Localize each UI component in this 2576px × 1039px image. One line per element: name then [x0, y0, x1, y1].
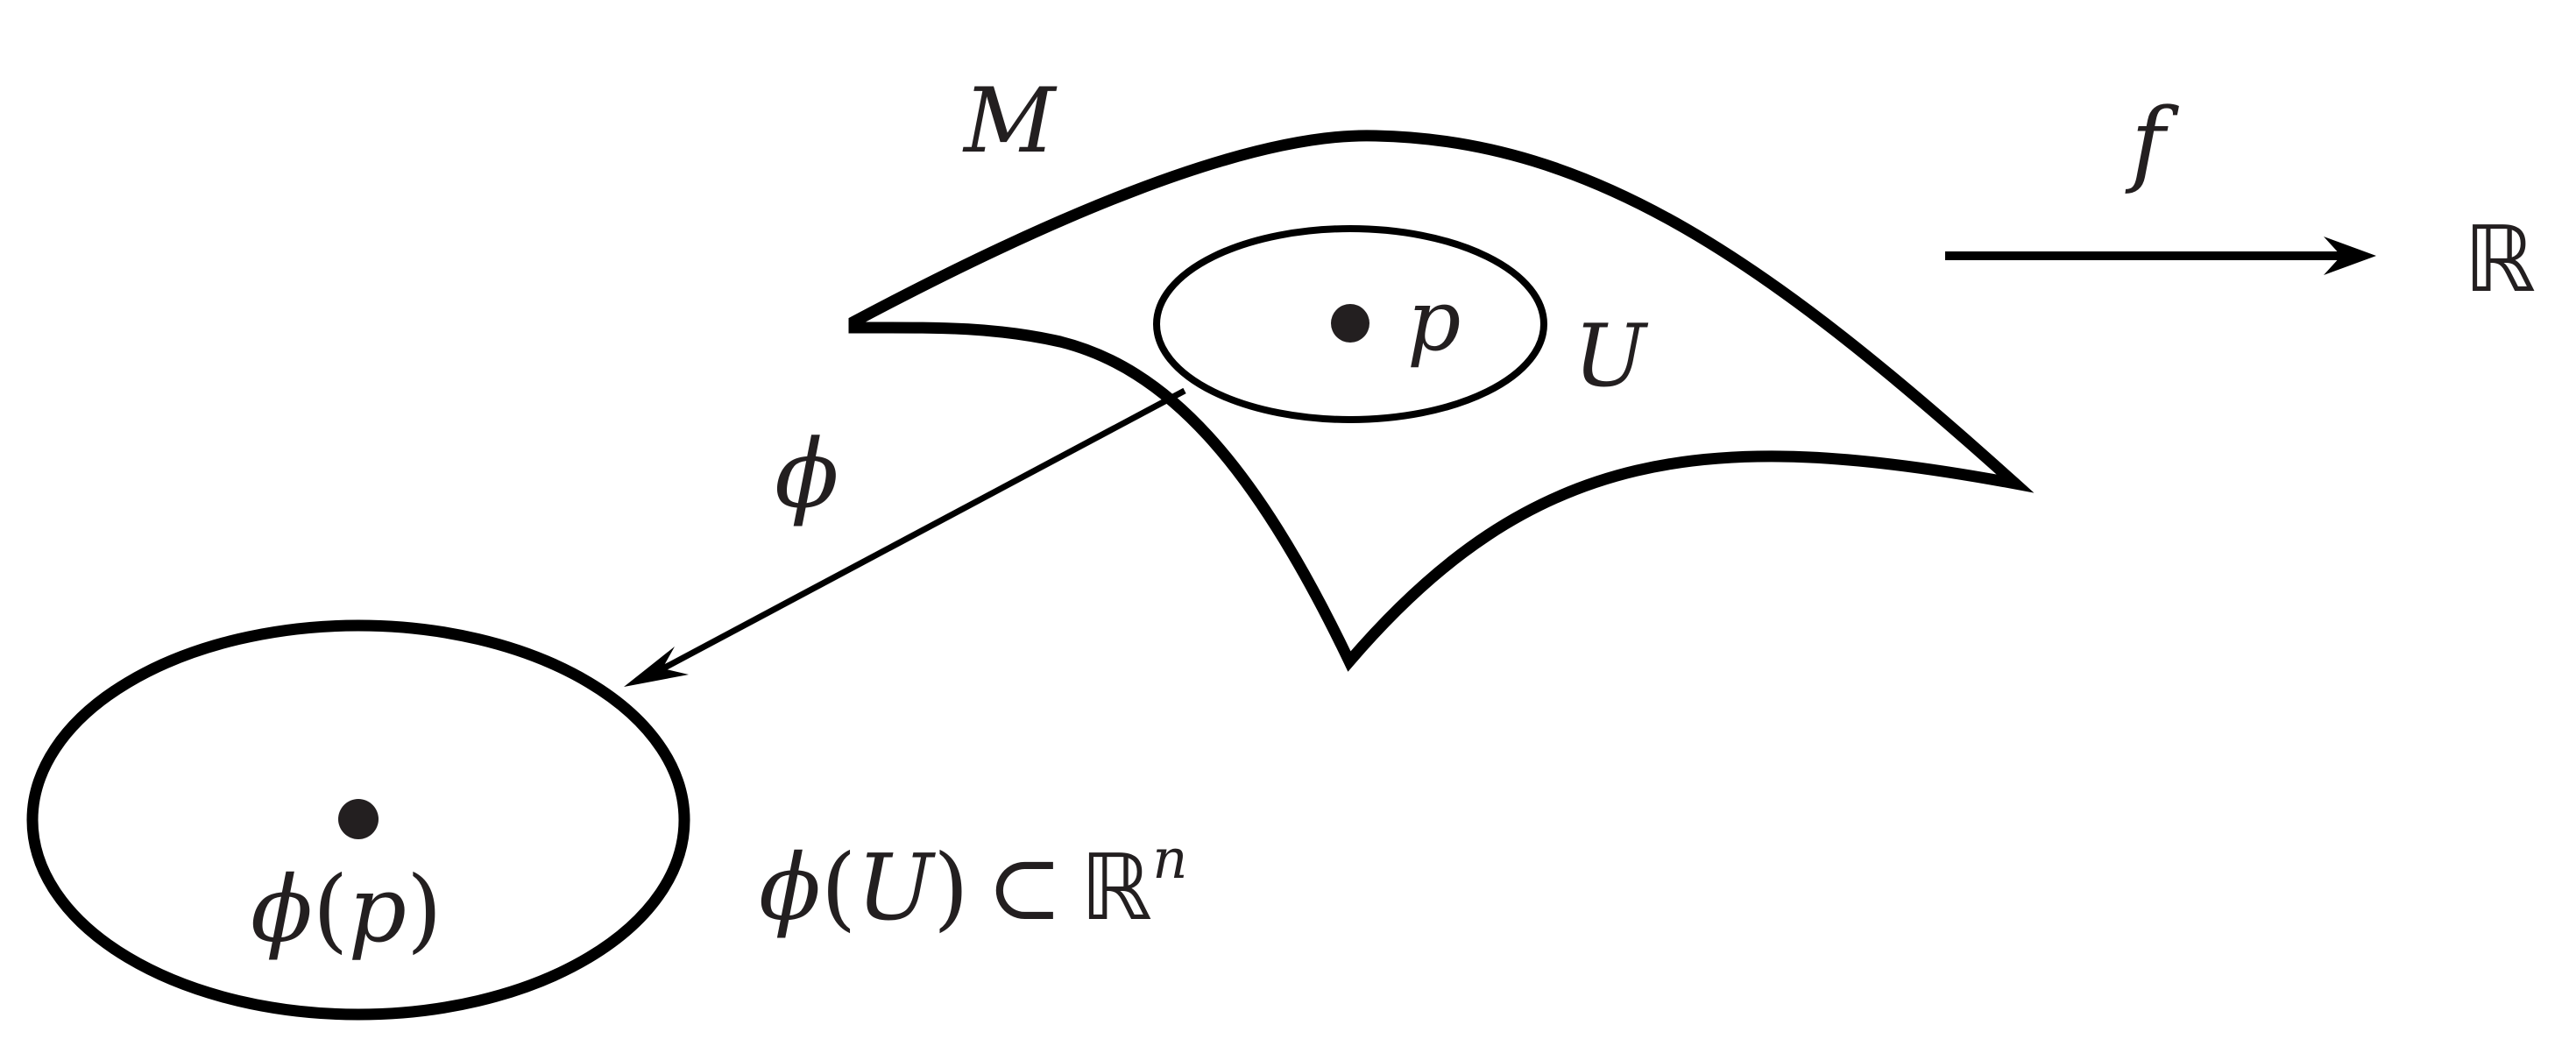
- chart-map-label: ϕ: [775, 420, 839, 529]
- image-set-arg: U: [856, 833, 934, 941]
- point-p-dot: [1331, 304, 1369, 343]
- neighborhood-ellipse: [1153, 225, 1547, 423]
- image-point-open-paren: (: [312, 856, 349, 963]
- dimension-exponent: n: [1152, 827, 1188, 891]
- function-label: f: [2131, 88, 2166, 196]
- image-point-dot: [338, 799, 379, 839]
- image-point-arg: p: [348, 856, 407, 963]
- image-set-close-paren: ): [933, 833, 969, 941]
- image-point-close-paren: ): [407, 856, 442, 963]
- image-point-phi: ϕ: [251, 856, 313, 963]
- image-set-phi: ϕ: [759, 833, 821, 941]
- manifold-label: M: [964, 69, 1056, 173]
- chart-map-arrowhead: [624, 647, 689, 687]
- image-set-label: ϕ(U)⊂ℝn: [759, 831, 1187, 932]
- neighborhood-label: U: [1574, 307, 1646, 406]
- point-p-label: p: [1407, 272, 1461, 370]
- function-arrowhead: [2324, 237, 2376, 275]
- image-point-label: ϕ(p): [251, 864, 442, 955]
- chart-map-arrow-line: [647, 387, 1186, 680]
- reals-label: ℝ: [2464, 206, 2537, 313]
- chart-image-ellipse: [26, 619, 690, 1021]
- subset-symbol: ⊂: [986, 833, 1063, 941]
- real-space-symbol: ℝ: [1079, 833, 1153, 941]
- manifold-surface: [848, 130, 2035, 672]
- image-set-open-paren: (: [820, 833, 857, 941]
